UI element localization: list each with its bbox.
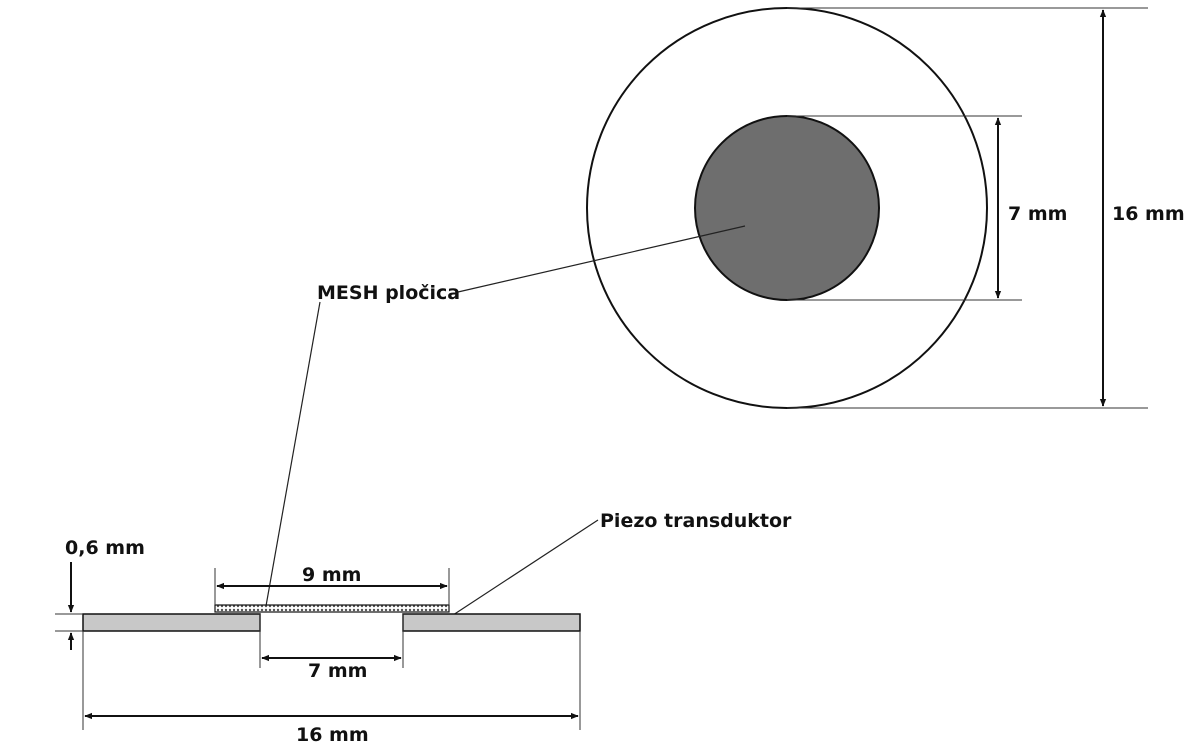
top-view: 7 mm 16 mm [586,7,1185,409]
top-inner-dim-label: 7 mm [1008,203,1067,225]
transducer-left-plate [82,613,261,632]
mesh-leader-top [457,225,746,293]
transducer-right-plate [402,613,581,632]
top-outer-dim-label: 16 mm [1112,203,1185,225]
piezo-leader [449,519,599,618]
piezo-label: Piezo transduktor [600,510,792,532]
mesh-leader-side [265,301,321,607]
leaders: MESH pločica Piezo transduktor [265,225,792,618]
mesh-plate [214,604,450,613]
mesh-label: MESH pločica [317,282,460,304]
thickness-dim-label: 0,6 mm [65,537,145,559]
mesh-width-dim-label: 9 mm [302,564,361,586]
hole-dim-label: 7 mm [308,660,367,682]
mesh-disc [694,115,880,301]
side-view: 0,6 mm 9 mm 7 mm 16 mm [55,537,581,746]
side-outer-dim-label: 16 mm [296,724,369,746]
